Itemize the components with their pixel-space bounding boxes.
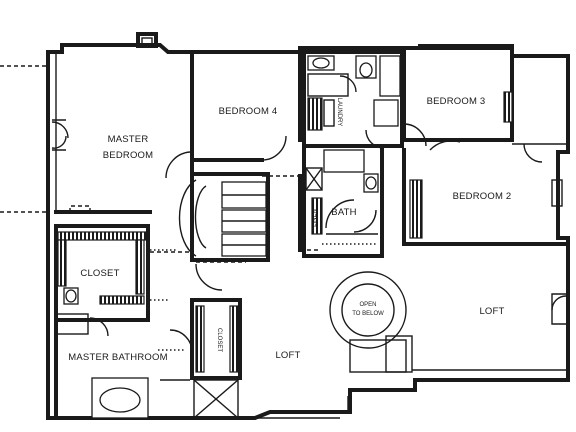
upper-bath: LAUNDRY bbox=[302, 50, 404, 149]
small-closet: CLOSET bbox=[190, 298, 242, 380]
linen-label: LINEN bbox=[312, 209, 318, 227]
master-bedroom: MASTER BEDROOM bbox=[51, 50, 194, 214]
bedroom-2: BEDROOM 2 bbox=[402, 140, 570, 246]
bath: BATH LINEN bbox=[302, 144, 384, 258]
laundry-label: LAUNDRY bbox=[336, 98, 342, 127]
master-bathroom-label: MASTER BATHROOM bbox=[68, 352, 167, 363]
small-closet-label: CLOSET bbox=[216, 328, 222, 352]
master-closet: CLOSET bbox=[54, 224, 178, 322]
loft-center-label: LOFT bbox=[275, 350, 300, 361]
open-label-1: OPEN bbox=[359, 302, 376, 308]
bedroom-2-label: BEDROOM 2 bbox=[453, 191, 512, 202]
chase-shaft bbox=[193, 379, 239, 419]
open-label-2: TO BELOW bbox=[352, 311, 384, 317]
bedroom-4: BEDROOM 4 bbox=[190, 50, 302, 177]
master-bedroom-label-1: MASTER bbox=[108, 134, 149, 145]
bedroom-3-label: BEDROOM 3 bbox=[427, 96, 486, 107]
closet-label: CLOSET bbox=[80, 268, 119, 279]
bath-label: BATH bbox=[331, 207, 356, 218]
bedroom-3: BEDROOM 3 bbox=[402, 46, 569, 163]
loft-right-label: LOFT bbox=[479, 306, 504, 317]
master-bathroom: MASTER BATHROOM bbox=[54, 287, 193, 420]
bedroom-4-label: BEDROOM 4 bbox=[219, 106, 278, 117]
open-to-below: OPEN TO BELOW bbox=[329, 271, 413, 373]
loft-right: LOFT bbox=[347, 293, 568, 412]
stairs bbox=[150, 172, 270, 291]
deck-outline bbox=[0, 65, 48, 213]
master-bedroom-label-2: BEDROOM bbox=[103, 150, 154, 161]
